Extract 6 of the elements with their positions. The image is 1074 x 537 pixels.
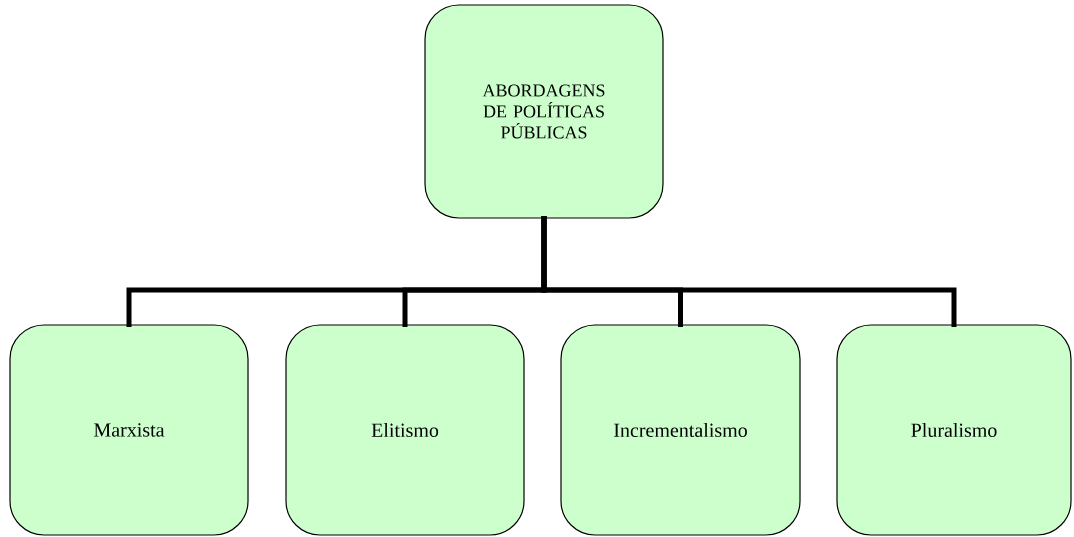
- concept-box: Incrementalismo: [560, 324, 801, 536]
- connector-line: [541, 216, 957, 327]
- concept-box: ABORDAGENS DE POLÍTICAS PÚBLICAS: [424, 4, 664, 219]
- concept-box: Marxista: [9, 324, 249, 536]
- concept-box: Pluralismo: [836, 324, 1072, 536]
- concept-box: Elitismo: [285, 324, 525, 536]
